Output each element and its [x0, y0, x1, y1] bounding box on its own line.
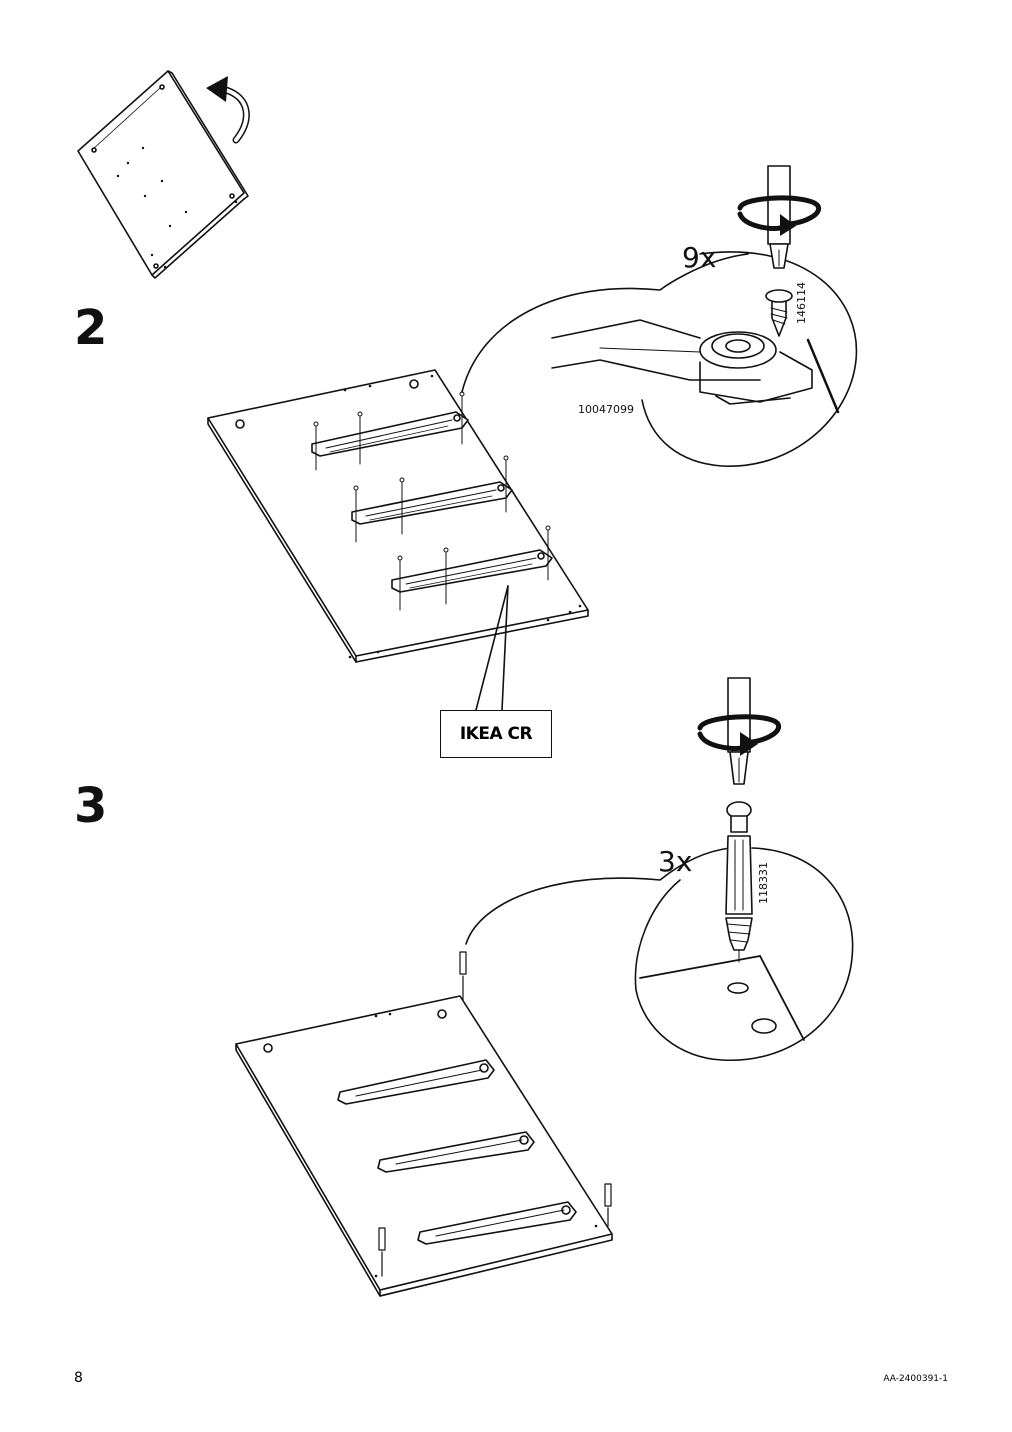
step-number: 3 — [74, 778, 108, 834]
rail-step3-3 — [417, 1201, 577, 1245]
step2-detail-callout — [461, 251, 858, 467]
document-code: AA-2400391-1 — [883, 1374, 948, 1384]
quantity-label: 9x — [682, 241, 717, 274]
rail-3 — [391, 549, 553, 593]
step3-detail-callout — [465, 847, 854, 1061]
page-number: 8 — [74, 1370, 83, 1386]
screw-146114-icon — [765, 289, 793, 337]
dowel-118331-icon — [725, 801, 753, 963]
rotation-arrow-icon — [737, 195, 822, 236]
dowels-step3 — [378, 951, 612, 1277]
screwdriver-icon — [727, 677, 751, 785]
rotation-arrow-icon — [697, 714, 782, 756]
panel-flip-illustration — [77, 70, 249, 279]
part-number: 118331 — [757, 862, 770, 904]
step-number: 2 — [74, 300, 108, 356]
screwdriver-icon — [767, 165, 791, 269]
screws-step2 — [313, 391, 551, 611]
label-leader-lines — [475, 585, 509, 711]
ikea-cr-label: IKEA CR — [440, 710, 552, 758]
part-number: 10047099 — [578, 403, 634, 416]
step3-panel-illustration — [235, 995, 613, 1297]
rail-step3-1 — [337, 1059, 495, 1105]
rail-step3-2 — [377, 1131, 535, 1173]
flip-arrow-icon — [206, 76, 250, 144]
quantity-label: 3x — [658, 845, 693, 878]
part-number: 146114 — [795, 282, 808, 324]
